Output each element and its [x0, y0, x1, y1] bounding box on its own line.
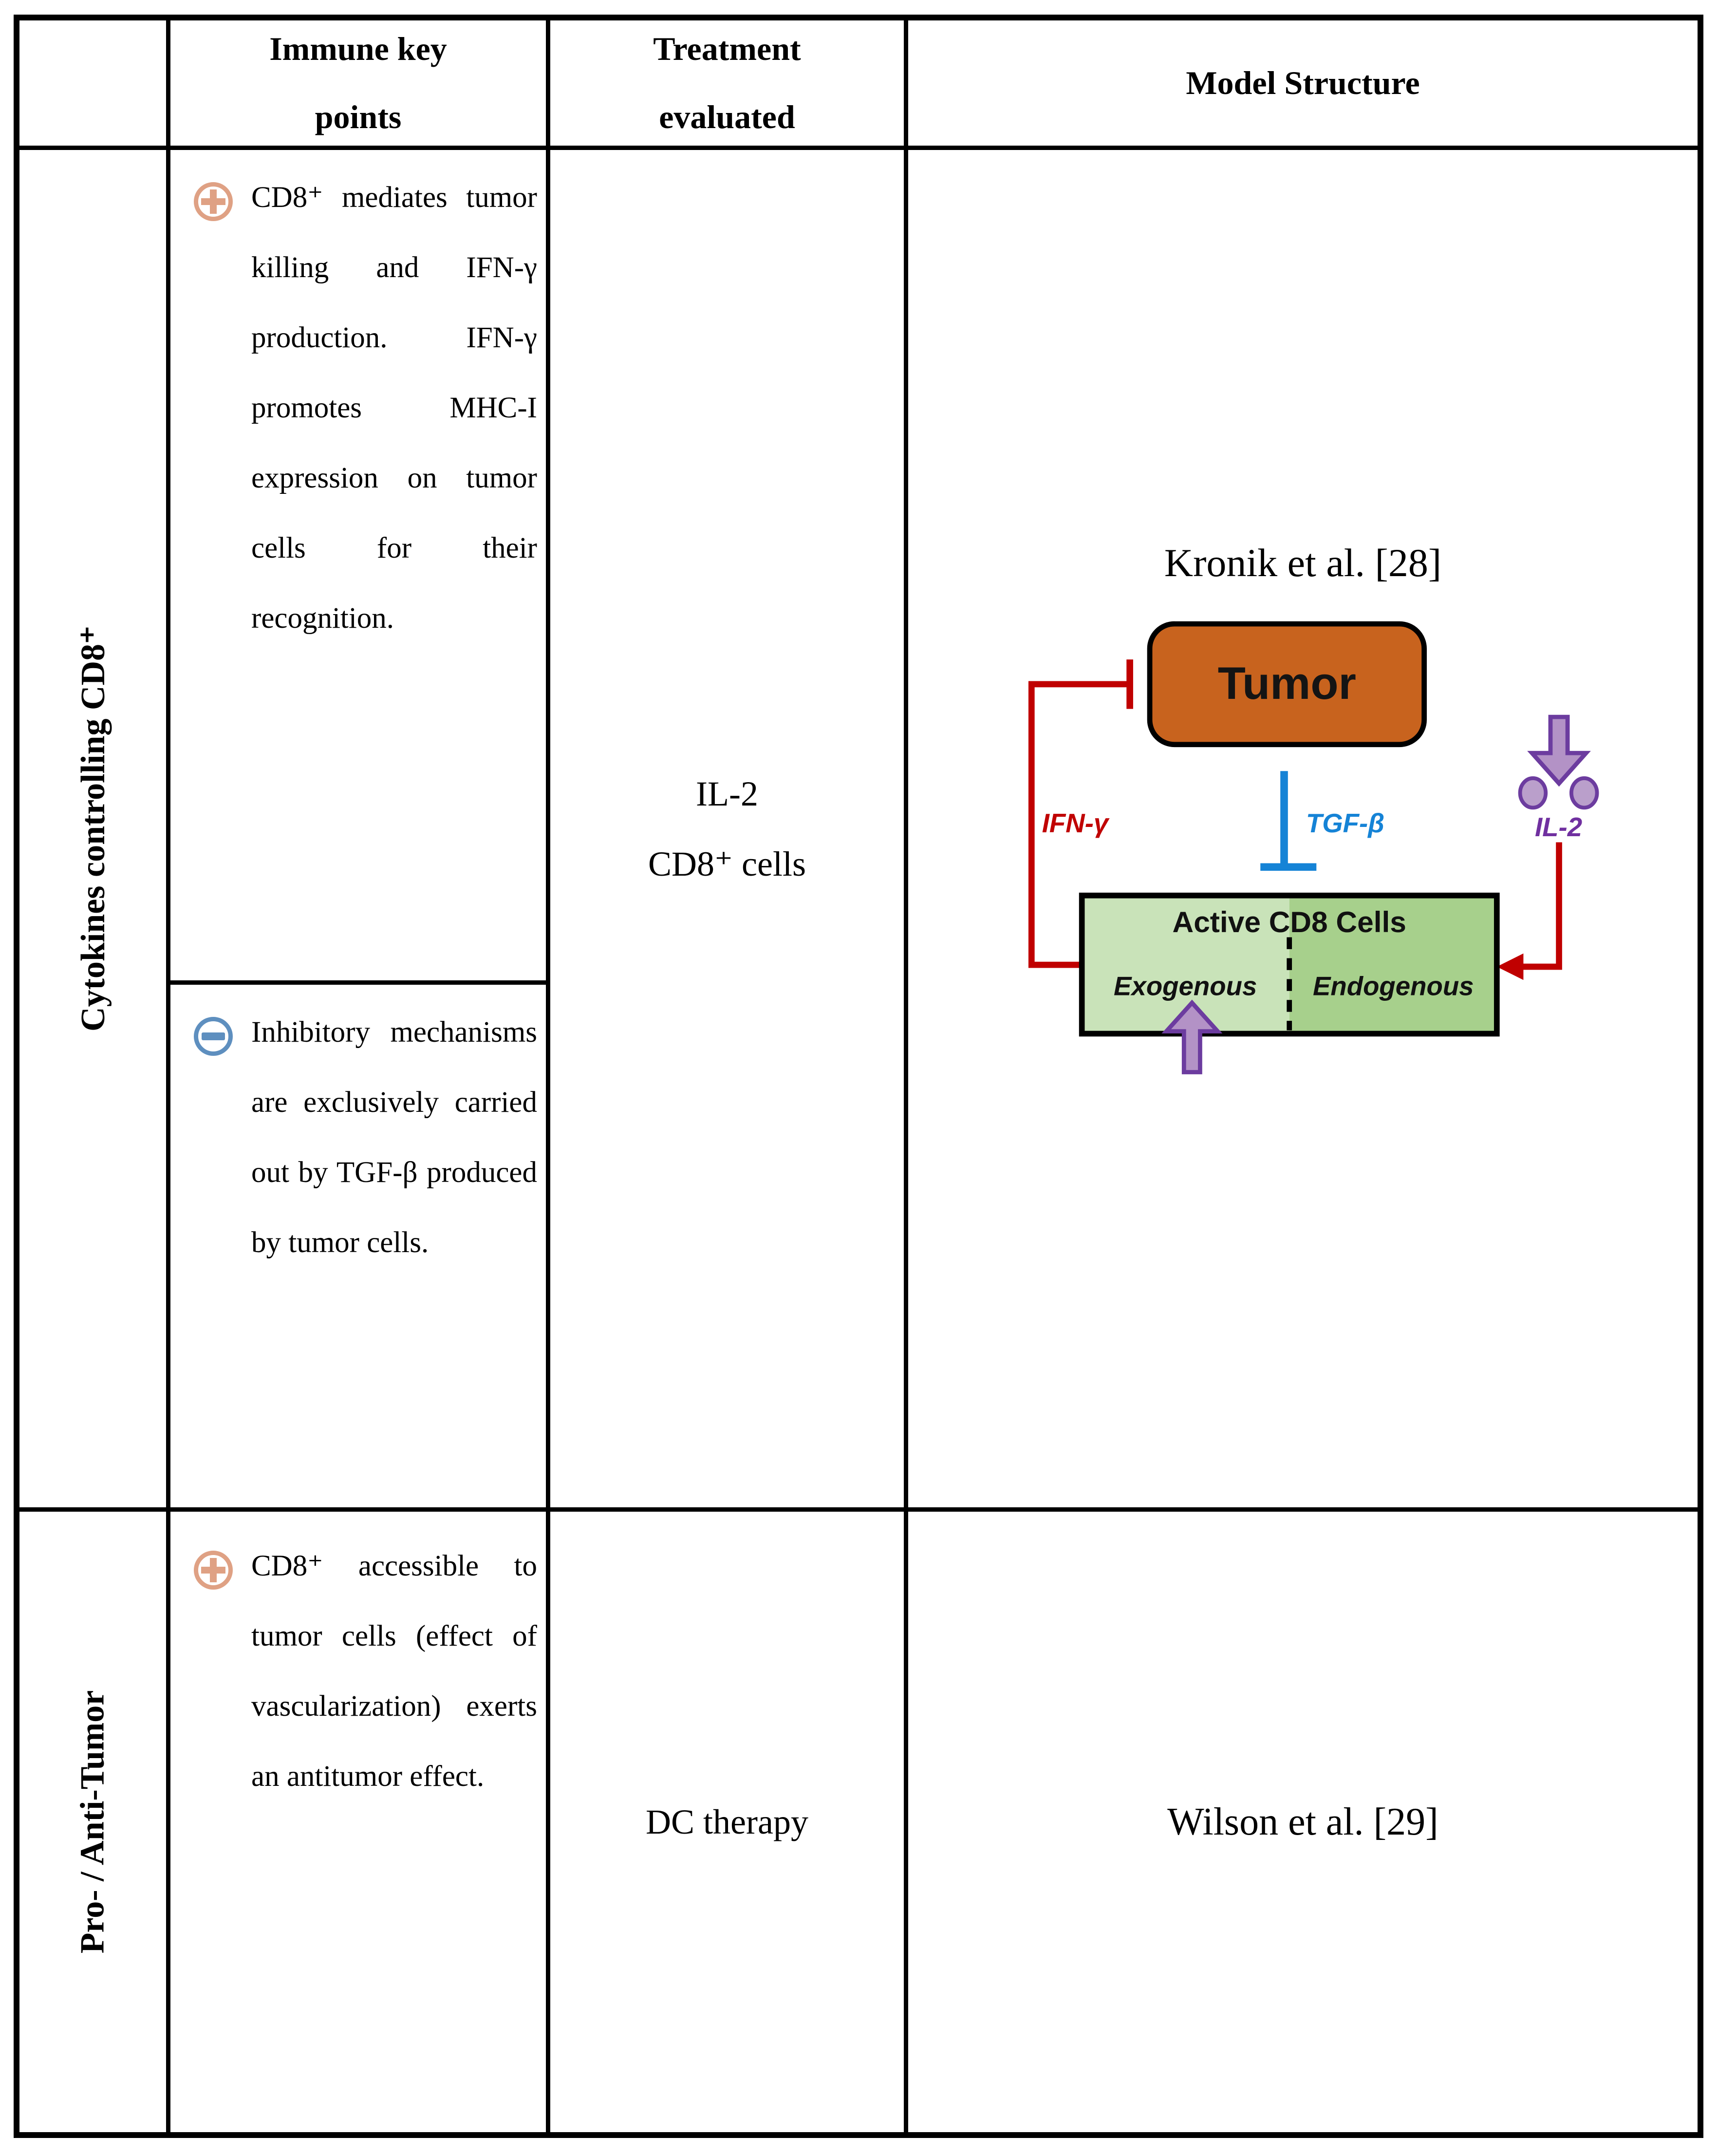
header-treatment-evaluated: Treatment evaluated: [550, 20, 908, 150]
cd8-exogenous-label: Exogenous: [1114, 972, 1257, 1001]
cd8-endogenous-label: Endogenous: [1312, 972, 1474, 1001]
row2-point-positive-text: CD8⁺ accessible to tumor cells (effect o…: [251, 1550, 537, 1793]
row2-immune-points-cell: CD8⁺ accessible to tumor cells (effect o…: [170, 1512, 550, 2132]
row2-category-label: Pro- / Anti-Tumor: [74, 1690, 112, 1954]
row1-point-negative: Inhibitory mechanisms are exclusively ca…: [170, 985, 546, 1507]
header-model-label: Model Structure: [1186, 64, 1420, 101]
header-empty-cell: [19, 20, 170, 150]
row1-category-cell: Cytokines controlling CD8⁺: [19, 150, 170, 1512]
kronik-model-diagram: IFN-γ Tumor TGF-β IL-2 Active CD8 Cells …: [1028, 621, 1599, 1075]
row1-model-cell: Kronik et al. [28] IFN-γ Tumor TGF-β IL-…: [908, 150, 1698, 1512]
row1-treatment-line2: CD8⁺ cells: [648, 844, 806, 883]
row2-point-positive: CD8⁺ accessible to tumor cells (effect o…: [170, 1512, 546, 1812]
il2-stimulation-line: [1522, 842, 1562, 970]
ifn-gamma-inhibition-line: [1028, 681, 1127, 968]
il2-molecule-right-icon: [1569, 776, 1599, 810]
row1-point-positive-text: CD8⁺ mediates tumor killing and IFN-γ pr…: [251, 181, 537, 635]
exogenous-up-arrow-icon: [1161, 999, 1222, 1075]
il2-arrowhead: [1496, 953, 1523, 980]
header-immune-label: Immune key points: [269, 30, 447, 135]
cd8-box-title: Active CD8 Cells: [1172, 905, 1406, 938]
cd8-box-border: [1079, 893, 1500, 1037]
circled-minus-icon: [194, 1017, 233, 1056]
header-treatment-label: Treatment evaluated: [653, 30, 801, 135]
tumor-label: Tumor: [1217, 657, 1356, 709]
row2-category-cell: Pro- / Anti-Tumor: [19, 1512, 170, 2132]
row1-point-positive: CD8⁺ mediates tumor killing and IFN-γ pr…: [170, 150, 546, 985]
header-immune-key-points: Immune key points: [170, 20, 550, 150]
row2-model-cell: Wilson et al. [29]: [908, 1512, 1698, 2132]
row1-treatment-line1: IL-2: [696, 774, 758, 813]
header-model-structure: Model Structure: [908, 20, 1698, 150]
row1-treatment-cell: IL-2 CD8⁺ cells: [550, 150, 908, 1512]
row1-immune-points-cell: CD8⁺ mediates tumor killing and IFN-γ pr…: [170, 150, 550, 1512]
comparison-table: Immune key points Treatment evaluated Mo…: [14, 15, 1703, 2138]
row2-treatment-line1: DC therapy: [646, 1802, 808, 1841]
row2-treatment-cell: DC therapy: [550, 1512, 908, 2132]
row1-point-negative-text: Inhibitory mechanisms are exclusively ca…: [251, 1016, 537, 1259]
il2-molecule-left-icon: [1518, 776, 1548, 810]
row1-category-label: Cytokines controlling CD8⁺: [75, 626, 112, 1031]
circled-plus-icon: [194, 182, 233, 221]
row1-model-reference: Kronik et al. [28]: [1164, 540, 1442, 585]
il2-down-arrow-icon: [1527, 714, 1591, 787]
row2-model-reference: Wilson et al. [29]: [1167, 1800, 1438, 1843]
ifn-gamma-label: IFN-γ: [1042, 808, 1109, 838]
tumor-box: [1147, 621, 1427, 748]
tgf-beta-label: TGF-β: [1306, 808, 1384, 838]
cd8-box-endogenous-half: [1289, 895, 1497, 1034]
circled-plus-icon: [194, 1551, 233, 1590]
il2-label: IL-2: [1535, 812, 1582, 842]
